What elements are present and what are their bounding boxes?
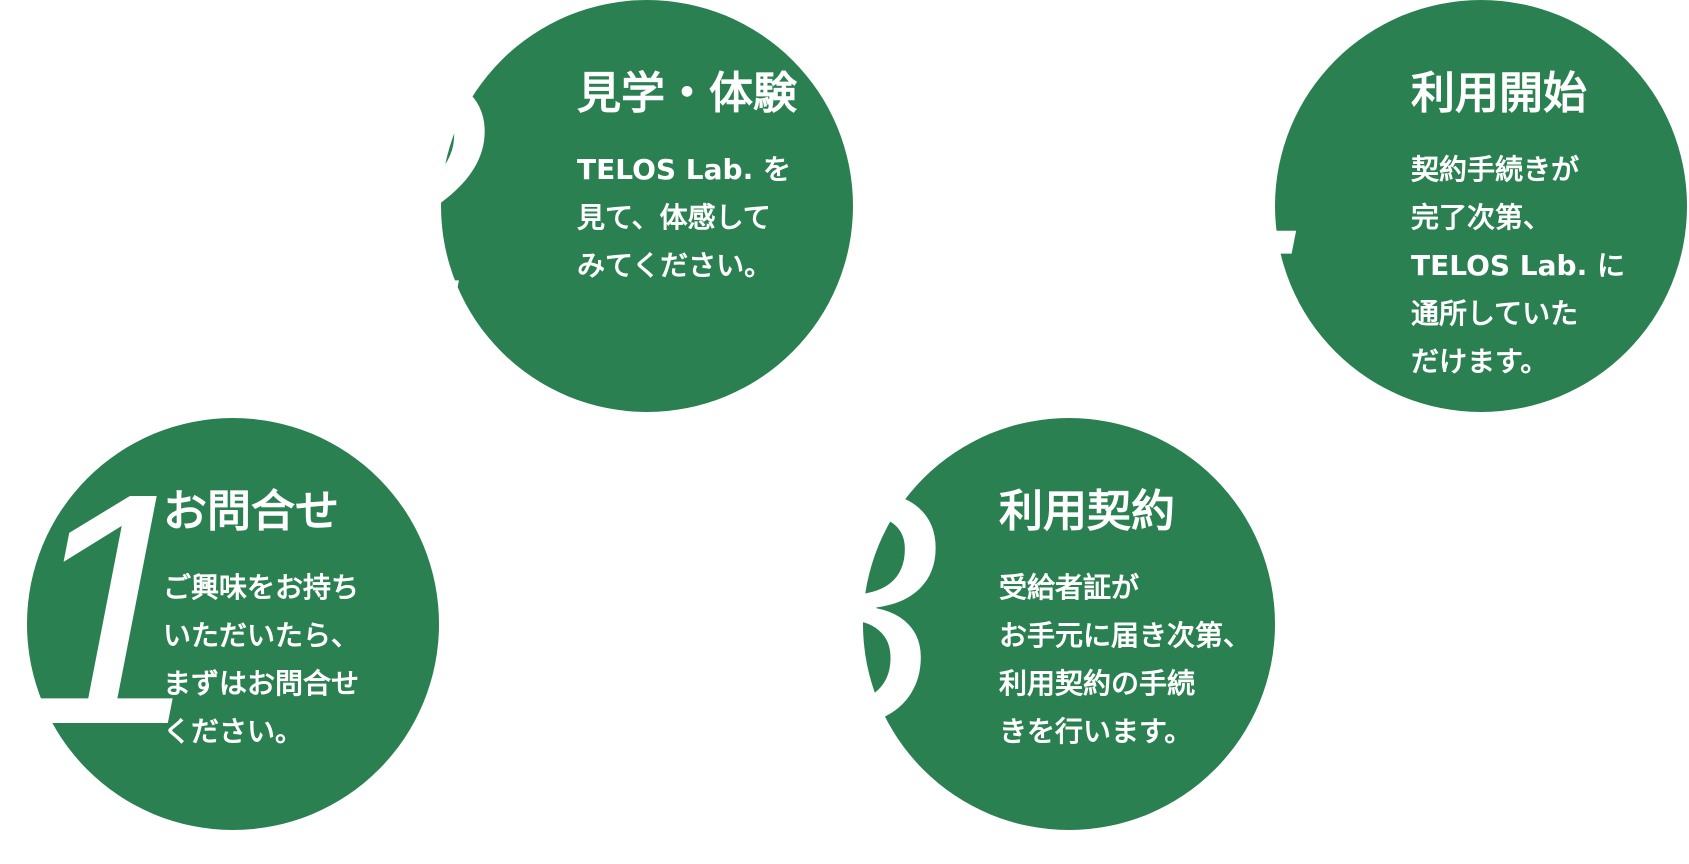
step-description: ご興味をお持ち いただいたら、 まずはお問合せ ください。: [163, 571, 360, 748]
step-description: 契約手続きが 完了次第、 TELOS Lab. に 通所していた だけます。: [1411, 153, 1625, 378]
step-title: 利用開始: [1411, 68, 1587, 119]
step-content: 見学・体験 TELOS Lab. を 見て、体感して みてください。: [577, 68, 797, 290]
step-description: 受給者証が お手元に届き次第、 利用契約の手続 きを行います。: [999, 571, 1252, 748]
step-number: 4: [1125, 6, 1309, 375]
step-title: 利用契約: [999, 486, 1175, 537]
step-3-circle: 3 利用契約 受給者証が お手元に届き次第、 利用契約の手続 きを行います。: [755, 418, 1275, 830]
step-1-circle: 1 お問合せ ご興味をお持ち いただいたら、 まずはお問合せ ください。: [17, 418, 439, 830]
step-number: 1: [17, 424, 201, 793]
step-2-circle: 2 見学・体験 TELOS Lab. を 見て、体感して みてください。: [306, 0, 853, 412]
step-content: 利用開始 契約手続きが 完了次第、 TELOS Lab. に 通所していた だけ…: [1411, 68, 1625, 386]
step-content: 利用契約 受給者証が お手元に届き次第、 利用契約の手続 きを行います。: [999, 486, 1251, 756]
step-description: TELOS Lab. を 見て、体感して みてください。: [577, 153, 791, 282]
step-number: 2: [306, 6, 490, 375]
step-title: お問合せ: [163, 486, 339, 537]
step-4-circle: 4 利用開始 契約手続きが 完了次第、 TELOS Lab. に 通所していた …: [1125, 0, 1687, 412]
step-title: 見学・体験: [577, 68, 797, 119]
step-content: お問合せ ご興味をお持ち いただいたら、 まずはお問合せ ください。: [163, 486, 359, 756]
step-number: 3: [755, 424, 939, 793]
